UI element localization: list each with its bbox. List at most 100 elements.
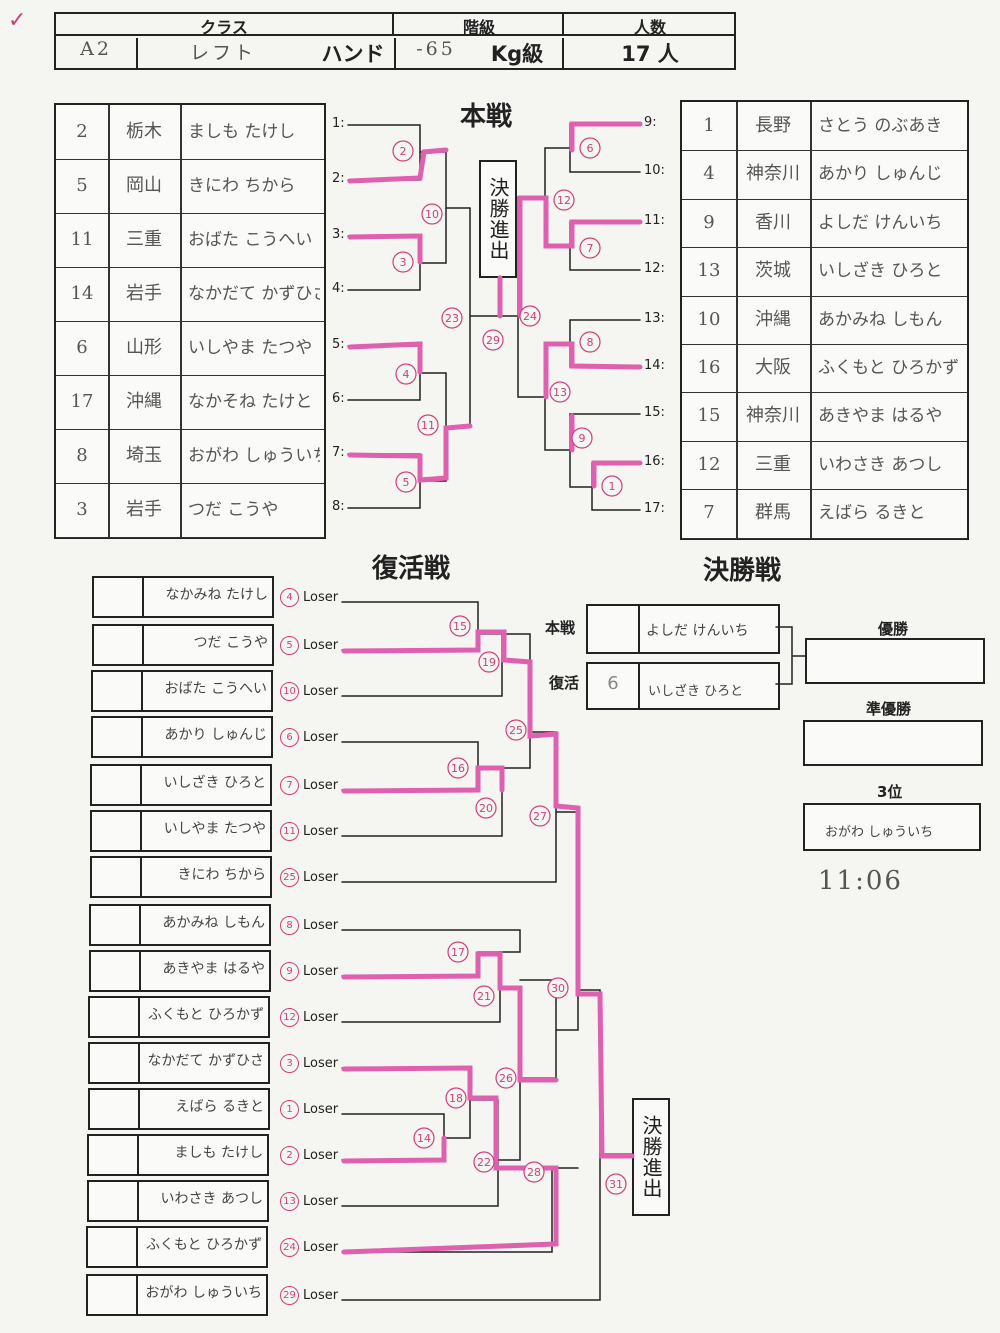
match-number-circle (475, 797, 497, 819)
match-circle: 7 (280, 776, 299, 795)
loser-label: Loser (303, 684, 339, 699)
runnerup-label: 準優勝 (866, 700, 912, 718)
loser-label: Loser (303, 1194, 339, 1209)
player-number: 15 (682, 392, 738, 441)
repechage-row-number-cell (91, 952, 141, 990)
repechage-player-name: なかみね たけし (165, 587, 268, 603)
player-number: 11 (56, 213, 110, 267)
player-prefecture: 神奈川 (736, 150, 812, 199)
player-name: おがわ しゅういち (188, 446, 320, 466)
match-circle: 11 (280, 822, 299, 841)
loser-label: Loser (303, 918, 339, 933)
match-number-circle (519, 305, 541, 327)
repechage-row: ましも たけし (87, 1134, 269, 1176)
match-number: 24 (523, 310, 537, 323)
match-circle: 1 (280, 1100, 299, 1119)
repechage-row-number-cell (93, 672, 143, 710)
loser-slot: 8 Loser (280, 916, 338, 935)
bracket-slot-label: 16: (644, 454, 665, 469)
repechage-row: きにわ ちから (90, 856, 272, 898)
final-revival-name: いしざき ひろと (648, 684, 744, 699)
repechage-player-name: いわさき あつし (160, 1191, 263, 1207)
player-prefecture: 山形 (108, 321, 182, 375)
bracket-line (341, 1167, 579, 1253)
match-number: 2 (400, 145, 407, 158)
runnerup-box (803, 720, 983, 766)
bracket-line (517, 195, 643, 319)
repechage-row-number-cell (90, 1090, 140, 1128)
match-circle: 6 (280, 728, 299, 747)
match-number-circle (579, 237, 601, 259)
bracket-line (577, 989, 633, 1155)
bracket-slot-label: 5: (332, 337, 345, 352)
repechage-player-name: つだ こうや (193, 635, 268, 651)
loser-label: Loser (303, 824, 339, 839)
match-number: 25 (509, 724, 523, 737)
bracket-line (341, 601, 503, 635)
repechage-row: ふくもと ひろかず (88, 996, 270, 1038)
bracket-line (591, 460, 643, 489)
loser-label: Loser (303, 638, 339, 653)
player-prefecture: 栃木 (108, 105, 182, 159)
final-main-box: よしだ けんいち (586, 604, 780, 654)
repechage-row-number-cell (88, 1228, 138, 1266)
repechage-row: あきやま はるや (89, 950, 271, 992)
bracket-slot-label: 17: (644, 501, 665, 516)
match-number-circle (549, 381, 571, 403)
bracket-line (341, 1099, 499, 1207)
match-number-circle (579, 331, 601, 353)
match-number-circle (473, 985, 495, 1007)
player-number: 16 (682, 344, 738, 393)
match-number-circle (392, 251, 414, 273)
loser-label: Loser (303, 1056, 339, 1071)
match-number-circle (478, 651, 500, 673)
match-number: 31 (609, 1178, 623, 1191)
hand-label: ハンド (321, 42, 385, 66)
bracket-slot-label: 3: (332, 227, 345, 242)
bracket-slot-label: 10: (644, 163, 665, 178)
match-number-circle (579, 137, 601, 159)
match-number-circle (445, 1087, 467, 1109)
match-number: 11 (421, 419, 435, 432)
player-prefecture: 沖縄 (108, 375, 182, 429)
player-prefecture: 岡山 (108, 159, 182, 213)
finish-time: 11:06 (818, 866, 903, 896)
final-revival-box: 6 いしざき ひろと (586, 662, 780, 710)
player-number: 10 (682, 295, 738, 344)
bracket-line (469, 275, 501, 317)
bracket-line (775, 626, 793, 685)
repechage-row: えばら るきと (88, 1088, 270, 1130)
match-number: 8 (587, 336, 594, 349)
match-number: 15 (453, 620, 467, 633)
repechage-player-name: あかり しゅんじ (164, 727, 267, 743)
weight-unit: Kg級 (490, 42, 544, 66)
match-number: 6 (587, 142, 594, 155)
player-name: おばた こうへい (188, 230, 313, 250)
bracket-line (347, 233, 423, 265)
loser-label: Loser (303, 1240, 339, 1255)
repechage-row: いしざき ひろと (90, 764, 272, 806)
bracket-slot-label: 8: (332, 499, 345, 514)
player-number: 7 (682, 489, 738, 538)
match-number-circle (523, 1161, 545, 1183)
player-number: 14 (56, 267, 110, 321)
player-prefecture: 神奈川 (736, 392, 812, 441)
repechage-player-name: ふくもと ひろかず (147, 1007, 264, 1023)
match-circle: 8 (280, 916, 299, 935)
repechage-row: おがわ しゅういち (86, 1274, 268, 1316)
